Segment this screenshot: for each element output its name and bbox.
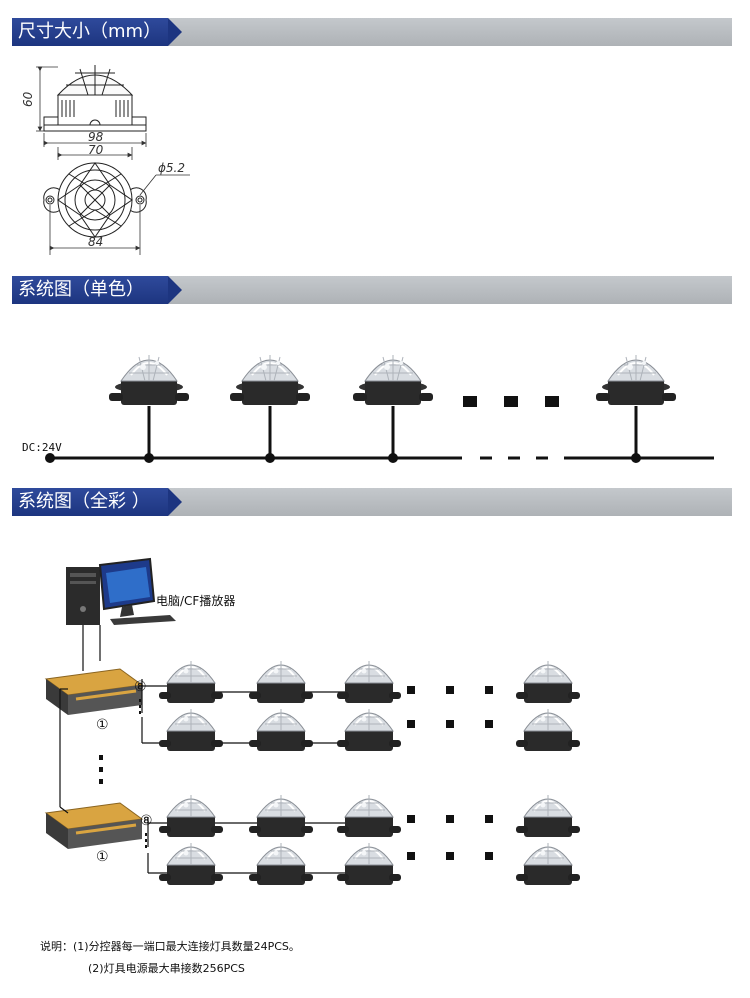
note-2: (2)灯具电源最大串接数256PCS [88, 962, 245, 975]
power-label: DC:24V [22, 441, 62, 454]
full-color-diagram: 电脑/CF播放器 ⑧ ① ⑧ [44, 557, 581, 886]
height-dimension [36, 66, 58, 132]
note-1: (1)分控器每一端口最大连接灯具数量24PCS。 [73, 940, 300, 953]
row-ellipsis-squares [407, 686, 493, 860]
width-top-dimension [57, 147, 133, 160]
lamp-row-1 [158, 660, 581, 704]
wiring [59, 625, 168, 874]
section-header-full-color: 系统图（全彩 ） [12, 488, 732, 516]
lamp-3 [352, 354, 434, 406]
section-title-single-color: 系统图（单色） [12, 276, 182, 304]
lamp-1 [108, 354, 190, 406]
height-label: 60 [21, 91, 35, 107]
hole-leader [139, 174, 190, 196]
section-title-dimensions: 尺寸大小（mm） [12, 18, 182, 46]
width-top-label: 70 [88, 143, 104, 157]
section-header-dimensions: 尺寸大小（mm） [12, 18, 732, 46]
mount-spacing-label: 84 [88, 235, 103, 249]
port-last-label-1: ⑧ [134, 679, 147, 695]
lamp-row-2 [158, 708, 581, 752]
top-view [43, 162, 147, 238]
hole-diameter-label: ϕ5.2 [158, 161, 185, 175]
controller-dotted [139, 699, 147, 848]
computer-label: 电脑/CF播放器 [156, 593, 235, 608]
lamp-last [595, 354, 677, 406]
computer [66, 557, 176, 625]
notes-prefix: 说明： [40, 940, 73, 953]
width-outer-label: 98 [88, 130, 104, 144]
side-view [43, 65, 147, 132]
controller-2 [44, 801, 144, 851]
single-color-diagram: DC:24V [22, 354, 714, 463]
dimension-drawing: 60 98 70 ϕ5.2 84 [21, 65, 190, 255]
bus-nodes [45, 453, 641, 463]
port-last-label-2: ⑧ [140, 813, 153, 829]
lamp-2 [229, 354, 311, 406]
section-title-full-color: 系统图（全彩 ） [12, 488, 182, 516]
width-outer-dimension [43, 133, 147, 147]
lamp-row-4 [158, 842, 581, 886]
note-line-1: 说明：(1)分控器每一端口最大连接灯具数量24PCS。 [40, 936, 300, 958]
port-first-label-1: ① [96, 717, 109, 733]
mount-spacing-dimension [49, 205, 141, 255]
lamp-row-3 [158, 794, 581, 838]
vertical-ellipsis [99, 755, 103, 784]
ellipsis-squares [463, 396, 559, 407]
port-first-label-2: ① [96, 849, 109, 865]
drops [147, 406, 638, 458]
notes: 说明：(1)分控器每一端口最大连接灯具数量24PCS。 (2)灯具电源最大串接数… [40, 936, 300, 980]
section-header-single-color: 系统图（单色） [12, 276, 732, 304]
